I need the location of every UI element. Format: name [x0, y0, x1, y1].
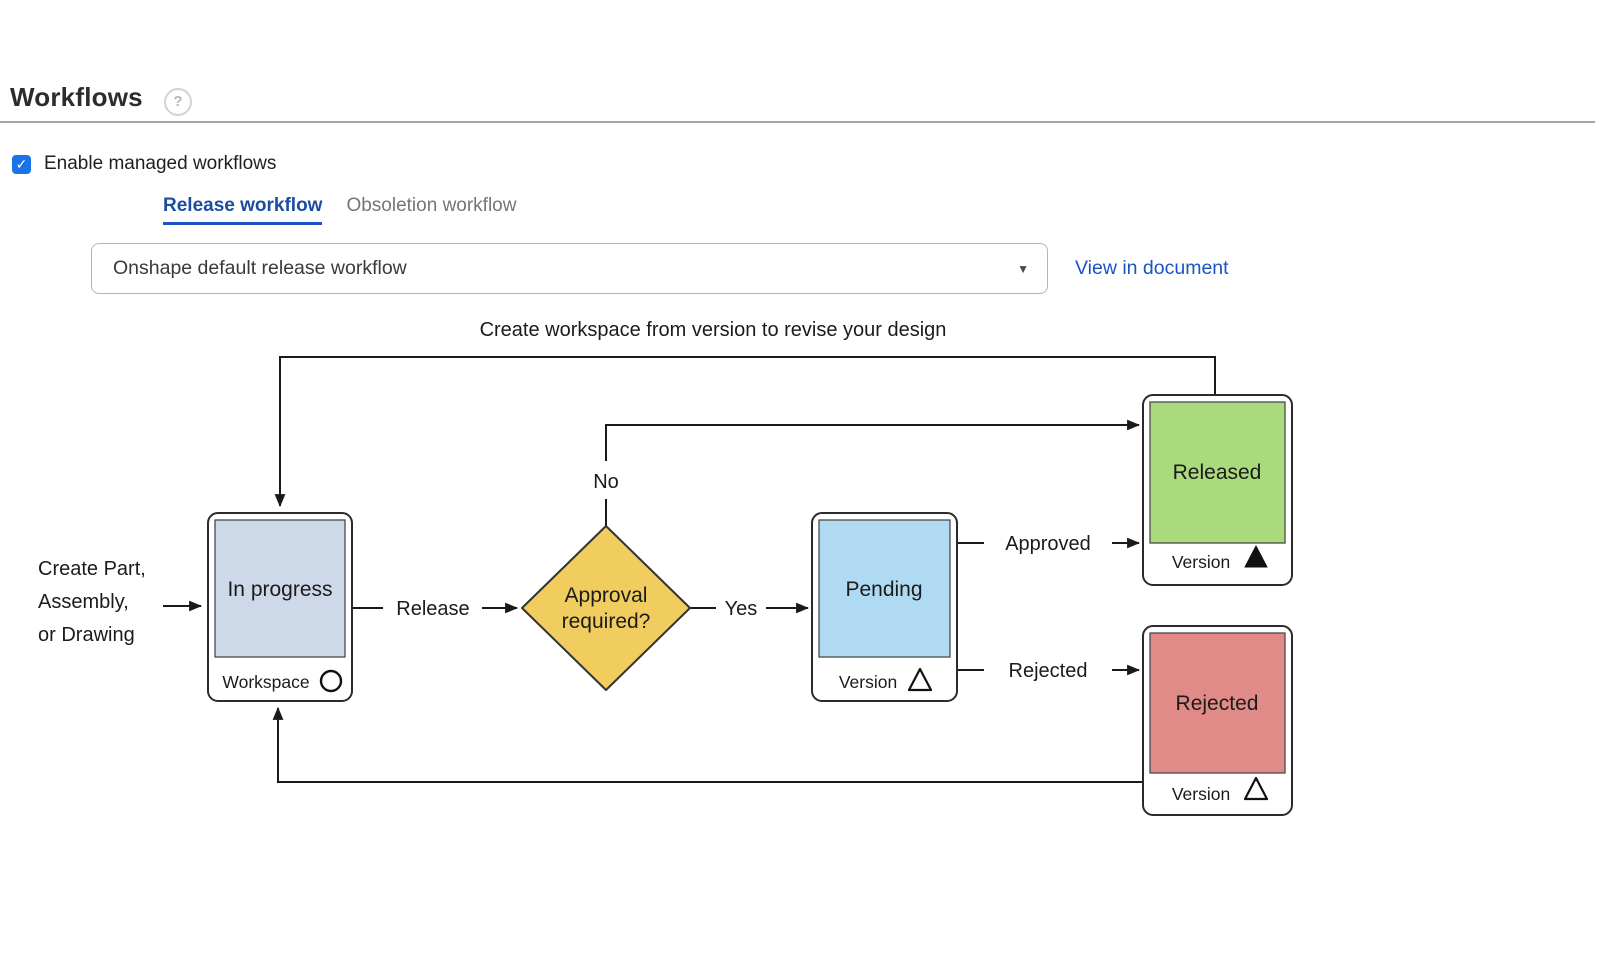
node-rejected-footer: Version — [1172, 784, 1230, 804]
node-pending-footer: Version — [839, 672, 897, 692]
enable-workflows-row: ✓ Enable managed workflows — [12, 153, 276, 175]
tab-obsoletion-workflow[interactable]: Obsoletion workflow — [346, 195, 517, 216]
node-in-progress-footer: Workspace — [222, 672, 309, 692]
edge-no-segment-2 — [605, 419, 1141, 461]
version-triangle-outline-icon — [907, 667, 933, 692]
decision-label-line2: required? — [562, 610, 651, 633]
workflow-select-row: Onshape default release workflow ▼ View … — [91, 243, 1229, 294]
node-pending-fill — [818, 519, 951, 658]
view-in-document-link[interactable]: View in document — [1075, 257, 1229, 279]
edge-label-yes: Yes — [725, 598, 758, 620]
tab-release-workflow[interactable]: Release workflow — [163, 195, 323, 225]
workflow-diagram: Create workspace from version to revise … — [38, 319, 1293, 816]
edge-label-release: Release — [396, 598, 469, 620]
node-approval-decision: Approval required? — [521, 525, 691, 691]
chevron-down-icon[interactable]: ▼ — [1017, 261, 1029, 276]
loop-caption: Create workspace from version to revise … — [480, 319, 947, 341]
workflow-select-value: Onshape default release workflow — [113, 257, 407, 279]
start-label-line1: Create Part, — [38, 558, 146, 580]
node-released: Released Version — [1142, 394, 1293, 586]
version-triangle-outline-icon — [1243, 776, 1269, 801]
header-divider — [0, 121, 1595, 123]
enable-workflows-checkbox[interactable]: ✓ — [12, 154, 31, 174]
node-in-progress: In progress Workspace — [207, 512, 353, 702]
workspace-circle-icon — [319, 669, 343, 693]
edge-label-no: No — [593, 471, 619, 493]
edge-label-rejected: Rejected — [1009, 660, 1088, 682]
edge-rejected-to-inprogress-loop — [272, 706, 1144, 783]
node-released-footer: Version — [1172, 552, 1230, 572]
version-triangle-filled-icon — [1244, 545, 1268, 568]
page-title: Workflows — [10, 82, 143, 112]
node-rejected: Rejected Version — [1142, 625, 1293, 816]
node-pending-label: Pending — [845, 578, 922, 601]
enable-workflows-label: Enable managed workflows — [44, 153, 277, 174]
decision-diamond — [521, 525, 691, 691]
start-label-line3: or Drawing — [38, 624, 135, 646]
node-rejected-fill — [1149, 632, 1286, 774]
help-icon[interactable]: ? — [164, 88, 192, 116]
decision-label-line1: Approval — [565, 584, 648, 607]
node-in-progress-label: In progress — [227, 578, 332, 601]
node-released-label: Released — [1173, 461, 1262, 484]
node-released-fill — [1149, 401, 1286, 544]
workflow-select[interactable]: Onshape default release workflow ▼ — [91, 243, 1048, 294]
start-label-line2: Assembly, — [38, 591, 129, 613]
node-rejected-label: Rejected — [1176, 692, 1259, 715]
edge-released-to-inprogress-loop — [274, 356, 1216, 508]
node-in-progress-fill — [214, 519, 346, 658]
node-pending: Pending Version — [811, 512, 958, 702]
workflow-tabs: Release workflow Obsoletion workflow — [163, 195, 516, 225]
edge-label-approved: Approved — [1005, 533, 1091, 555]
